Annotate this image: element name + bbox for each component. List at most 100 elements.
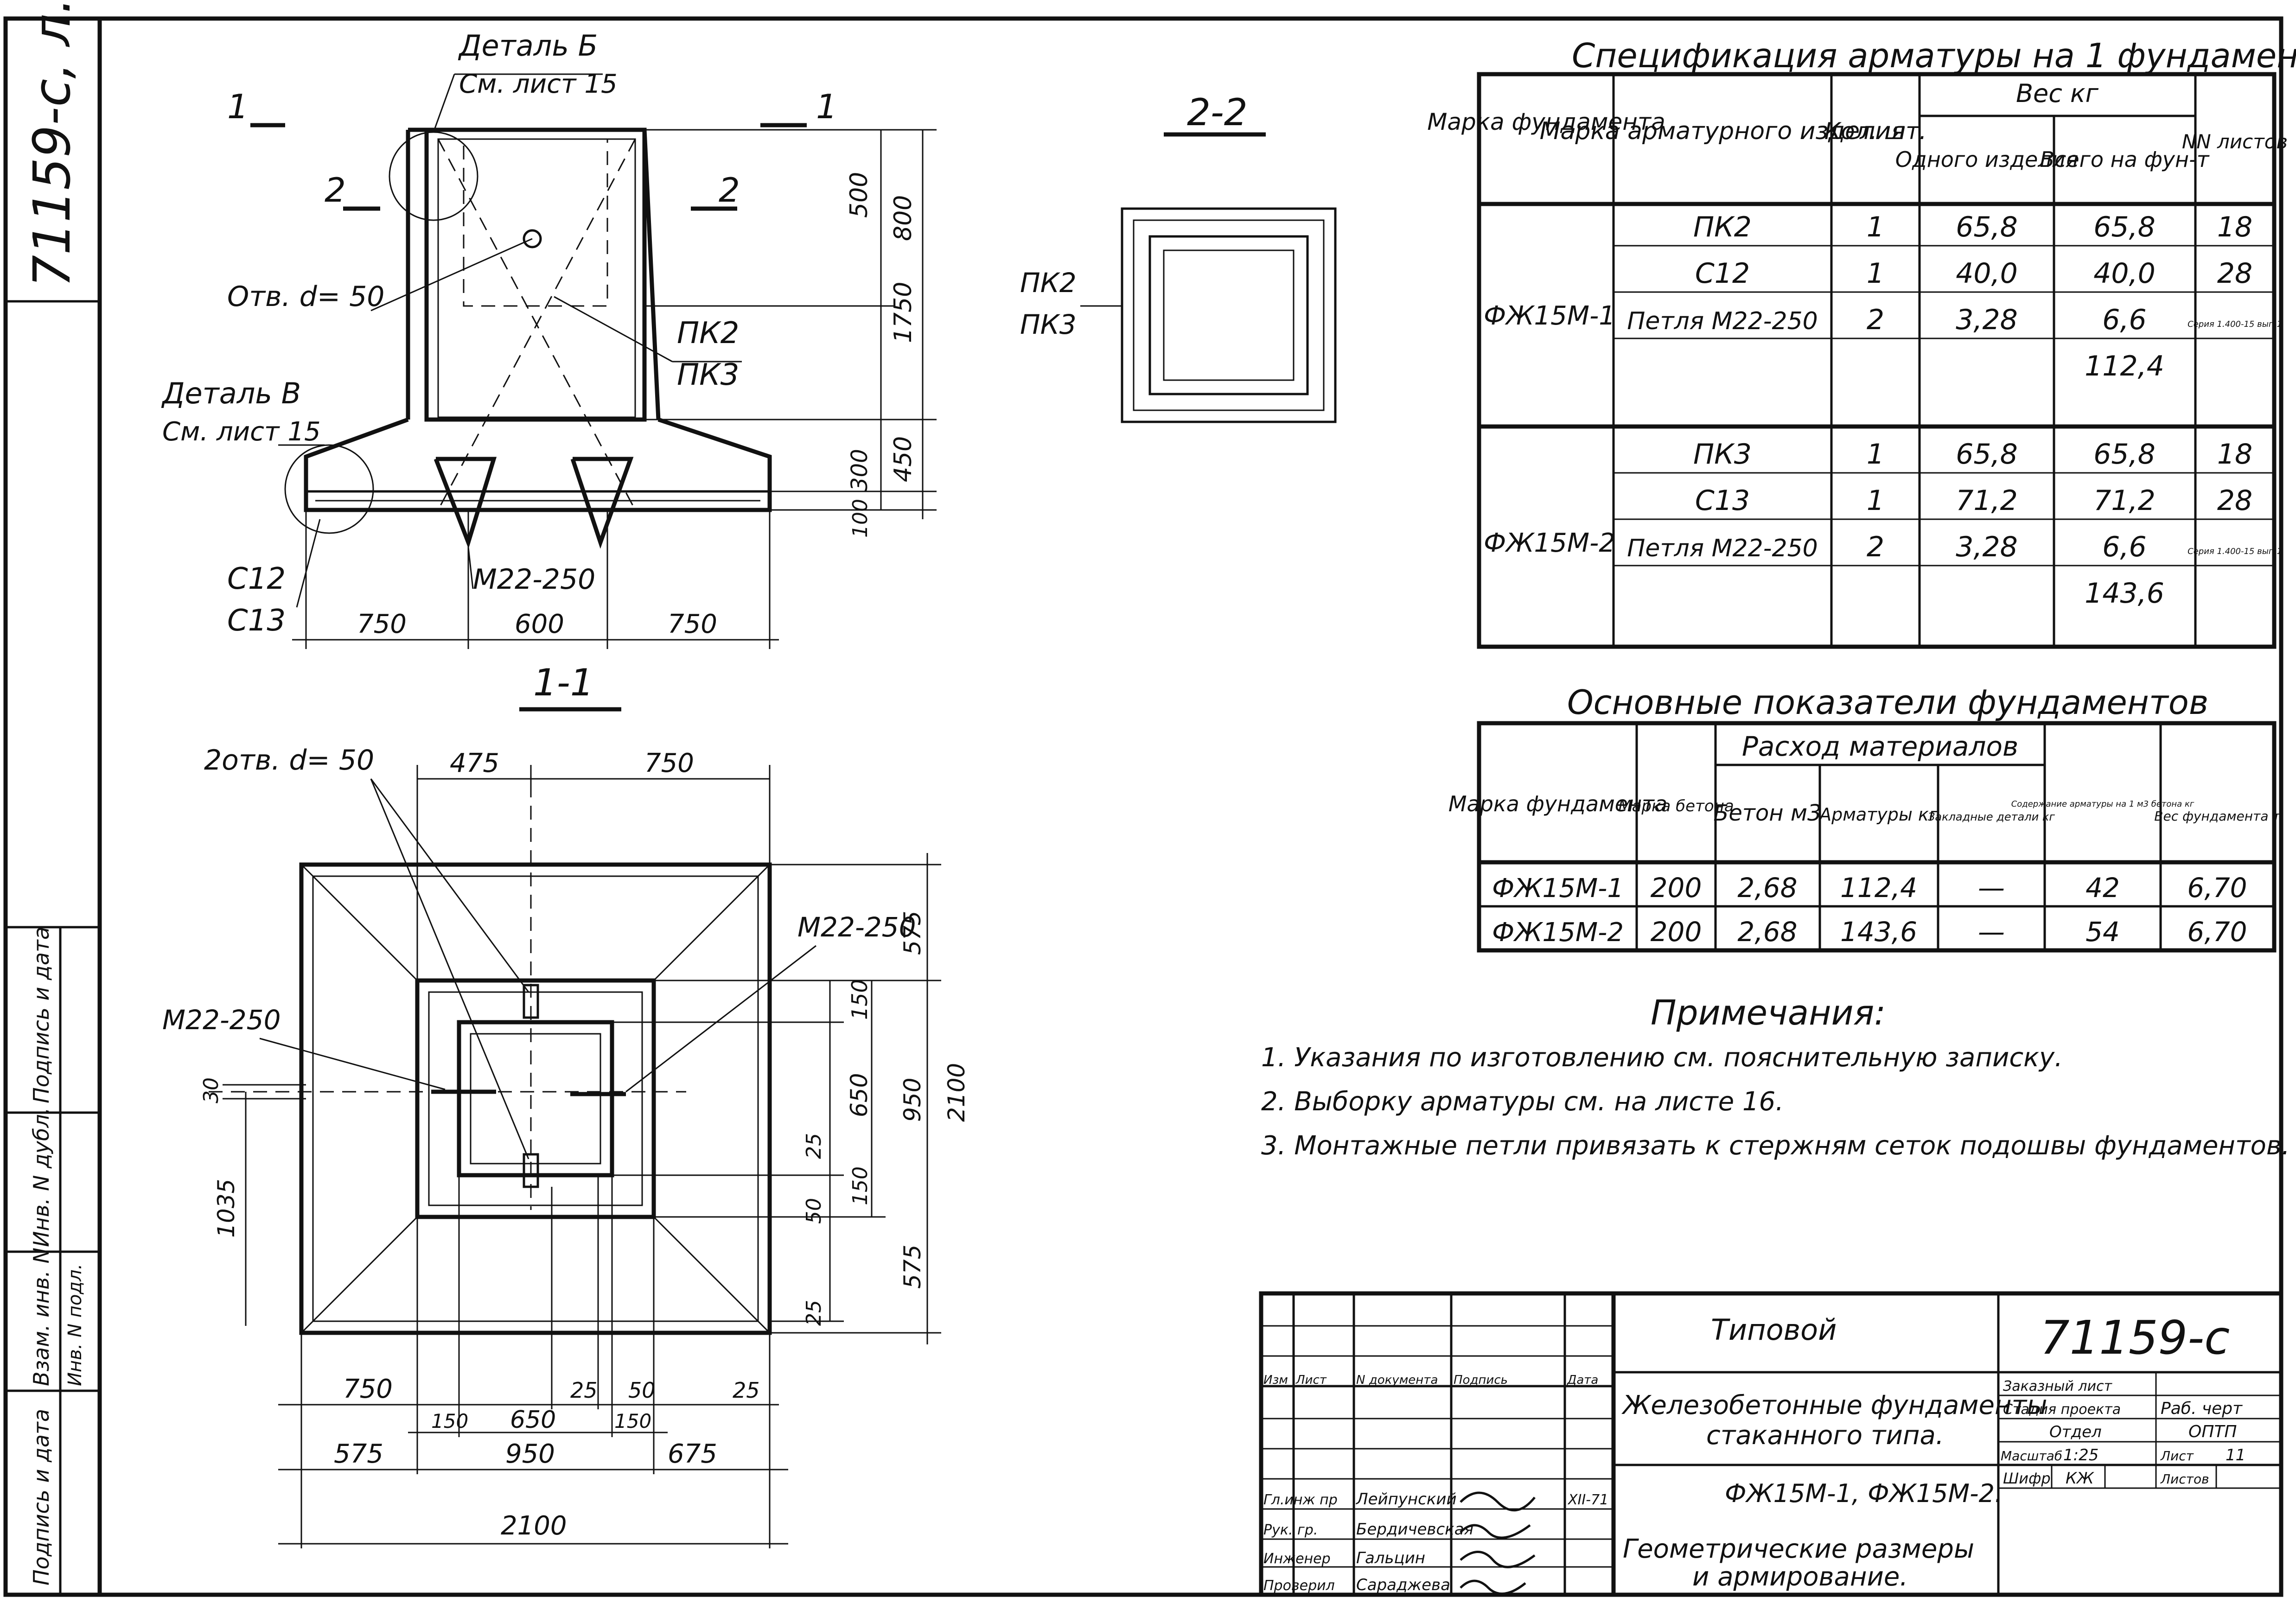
plan-dim-50-b: 50 (628, 1378, 656, 1403)
cut-2-right: 2 (719, 171, 740, 210)
tb-col-date: Дата (1567, 1373, 1598, 1387)
dim-800: 800 (889, 195, 917, 241)
dim-500: 500 (845, 172, 873, 218)
plan-dim-750-b: 750 (343, 1374, 393, 1404)
dim-750-a: 750 (357, 609, 407, 639)
spec-h-item: Марка арматурного изделия (1540, 117, 1906, 145)
spec-g1-r3-one: 3,28 (1956, 304, 2018, 336)
detail-b-ref: См. лист 15 (459, 69, 618, 99)
spec-g1-r3-item: Петля М22-250 (1627, 307, 1818, 335)
plan-dim-150-r2: 150 (848, 1166, 872, 1205)
note-1: 1. Указания по изготовлению см. поясните… (1261, 1043, 2063, 1073)
spec-h-sheets: NN листов (2182, 130, 2288, 153)
ind-h-embedded: Закладные детали кг (1928, 810, 2055, 823)
section-1-1-title: 1-1 (533, 661, 594, 704)
signature-marks (1460, 1491, 1536, 1595)
pk3-label: ПК3 (677, 358, 739, 392)
ind-r1-concrete: 2,68 (1737, 872, 1797, 904)
plan-dim-25-b1: 25 (570, 1378, 598, 1403)
spec-g1-r2-total: 40,0 (2093, 257, 2156, 290)
spec-g1-r3-total: 6,6 (2102, 304, 2146, 336)
tb-name-person-2: Бердичевская (1356, 1520, 1473, 1539)
note-3: 3. Монтажные петли привязать к стержням … (1261, 1131, 2290, 1161)
tb-col-izm: Изм (1263, 1373, 1288, 1387)
tb-name-person-1: Лейпунский (1355, 1490, 1457, 1509)
plan-loop-right-label: М22-250 (797, 911, 916, 943)
dim-450: 450 (889, 436, 917, 482)
spec-h-weight: Вес кг (2016, 79, 2099, 108)
ind-r1-rebar: 112,4 (1840, 872, 1917, 904)
side-label-sig-date-bottom: Подпись и дата (29, 1409, 54, 1585)
spec-g1-sum: 112,4 (2085, 350, 2164, 382)
detail-b-label: Деталь Б (458, 29, 598, 63)
tb-sheet: Лист (2160, 1448, 2194, 1464)
spec-g2-r1-total: 65,8 (2093, 438, 2156, 471)
spec-g2-r3-qty: 2 (1867, 531, 1884, 563)
tb-sheets: Листов (2160, 1471, 2209, 1487)
plan-dim-150-b1: 150 (431, 1410, 468, 1432)
loop-label: М22-250 (473, 563, 595, 596)
plan-dim-25-b2: 25 (733, 1378, 760, 1403)
note-2: 2. Выборку арматуры см. на листе 16. (1261, 1087, 1784, 1117)
dim-750-b: 750 (668, 609, 717, 639)
spec-g2-r2-one: 71,2 (1956, 484, 2018, 517)
dim-600: 600 (515, 609, 564, 639)
spec-g1-r1-one: 65,8 (1956, 211, 2018, 243)
plan-dim-575-r2: 575 (899, 1245, 926, 1289)
ind-h-found: Марка фундамента (1448, 791, 1667, 816)
plan-dim-2100-b: 2100 (501, 1511, 567, 1541)
tb-col-doc: N документа (1356, 1373, 1438, 1387)
spec-g1-found: ФЖ15М-1 (1484, 301, 1615, 331)
tb-sheet-name-1: Геометрические размеры (1623, 1534, 1974, 1564)
tb-role-3: Инженер (1263, 1551, 1331, 1567)
side-label-inv-dubl: Инв. N дубл. (29, 1108, 54, 1247)
plan-dim-150-b2: 150 (614, 1410, 651, 1432)
ind-h-rebar: Арматуры кг (1818, 804, 1939, 825)
spec-table-title: Спецификация арматуры на 1 фундамент (1572, 36, 2296, 75)
plan-view (209, 765, 941, 1548)
ind-r1-weight: 6,70 (2187, 872, 2247, 904)
side-label-inv-podl: Инв. N подл. (64, 1264, 86, 1386)
tb-stage-val: Раб. черт (2161, 1399, 2243, 1418)
plan-dim-50-r: 50 (802, 1198, 826, 1224)
dim-300: 300 (847, 449, 873, 491)
section-2-2-title: 2-2 (1187, 91, 1248, 134)
spec-g2-r2-qty: 1 (1867, 484, 1884, 517)
section-2-2-pk2: ПК2 (1020, 267, 1077, 299)
tb-sheet-val: 11 (2226, 1446, 2245, 1464)
spec-g2-r2-item: С13 (1695, 484, 1750, 517)
tb-sheet-name-2: и армирование. (1692, 1562, 1908, 1592)
plan-dim-675-b: 675 (668, 1439, 717, 1469)
spec-g2-r1-sheet: 18 (2217, 438, 2252, 471)
tb-col-list: Лист (1295, 1373, 1327, 1387)
tb-code: Шифр (2003, 1470, 2051, 1487)
plan-dim-950-b: 950 (505, 1439, 555, 1469)
cut-2-left: 2 (325, 171, 346, 210)
indicators-title: Основные показатели фундаментов (1567, 683, 2208, 722)
detail-v-label: Деталь В (161, 376, 301, 410)
spec-g1-r2-qty: 1 (1867, 257, 1884, 290)
tb-name-2: стаканного типа. (1706, 1420, 1944, 1451)
tb-typical: Типовой (1711, 1313, 1837, 1347)
side-label-sig-date-top: Подпись и дата (29, 927, 54, 1103)
c13-label: С13 (227, 604, 286, 638)
detail-v-ref: См. лист 15 (162, 417, 321, 447)
plan-dim-650-r: 650 (846, 1073, 873, 1117)
indicators-table (1477, 721, 2277, 953)
ind-h-content: Содержание арматуры на 1 м3 бетона кг (2011, 799, 2194, 809)
section-2-2-pk3: ПК3 (1020, 309, 1077, 340)
tb-name-person-3: Гальцин (1356, 1549, 1425, 1567)
side-label-vzam-inv: Взам. инв. N (29, 1248, 54, 1386)
spec-g1-r2-sheet: 28 (2217, 257, 2252, 290)
tb-role-1: Гл.инж пр (1263, 1492, 1338, 1508)
ind-r2-found: ФЖ15М-2 (1492, 917, 1624, 948)
spec-g1-r3-sheet: Серия 1.400-15 вып.1 (2188, 319, 2282, 329)
tb-name-1: Железобетонные фундаменты (1621, 1390, 2047, 1420)
plan-dim-650-b: 650 (510, 1406, 556, 1434)
tb-scale: Масштаб (2001, 1448, 2062, 1464)
cut-1-right: 1 (816, 87, 837, 126)
ind-r2-weight: 6,70 (2187, 916, 2247, 948)
ind-r1-found: ФЖ15М-1 (1492, 873, 1624, 904)
tb-code-val: КЖ (2066, 1469, 2094, 1488)
ind-h-grade: Марка бетона (1618, 797, 1734, 815)
